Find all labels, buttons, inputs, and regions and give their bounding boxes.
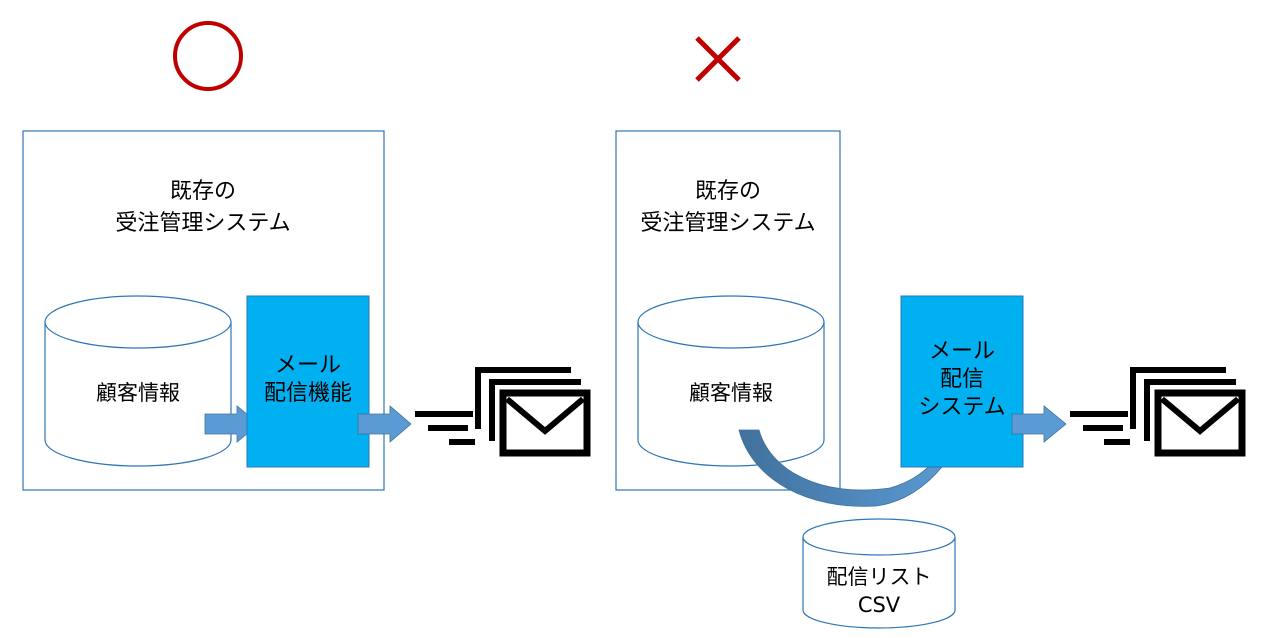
csv-label-line1: 配信リスト: [827, 565, 932, 589]
system-title-line1: 既存の: [170, 179, 236, 204]
mail-system-line3: システム: [918, 395, 1005, 420]
system-title-line2: 受注管理システム: [115, 211, 290, 236]
mail-system-line1: メール: [929, 339, 995, 364]
left-good-panel: 既存の 受注管理システム 顧客情報 メール 配信機能: [22, 21, 591, 491]
csv-label-line2: CSV: [858, 593, 901, 617]
mail-send-icon: [1070, 367, 1246, 457]
delivery-list-csv: 配信リスト CSV: [802, 518, 956, 629]
mail-delivery-system-block: メール 配信 システム: [900, 295, 1024, 468]
circle-good-mark: [173, 21, 243, 91]
mail-function-line1: メール: [275, 353, 341, 378]
mail-function-block: メール 配信機能: [246, 295, 370, 468]
arrow-mail-system-to-send: [1011, 405, 1067, 443]
arrow-mail-function-to-send: [357, 405, 412, 443]
mail-function-line2: 配信機能: [264, 381, 352, 406]
right-bad-panel: 既存の 受注管理システム 顧客情報 配信リスト CSV メール 配信 システム: [615, 36, 1246, 629]
system-title-line2: 受注管理システム: [640, 211, 815, 236]
customer-info-database: 顧客情報: [44, 295, 232, 467]
database-label: 顧客情報: [689, 381, 773, 405]
customer-info-database: 顧客情報: [637, 295, 825, 467]
database-label: 顧客情報: [96, 381, 180, 405]
mail-system-line2: 配信: [940, 367, 984, 392]
system-title-line1: 既存の: [695, 179, 761, 204]
mail-send-icon: [415, 367, 591, 457]
cross-bad-mark: [695, 36, 741, 82]
